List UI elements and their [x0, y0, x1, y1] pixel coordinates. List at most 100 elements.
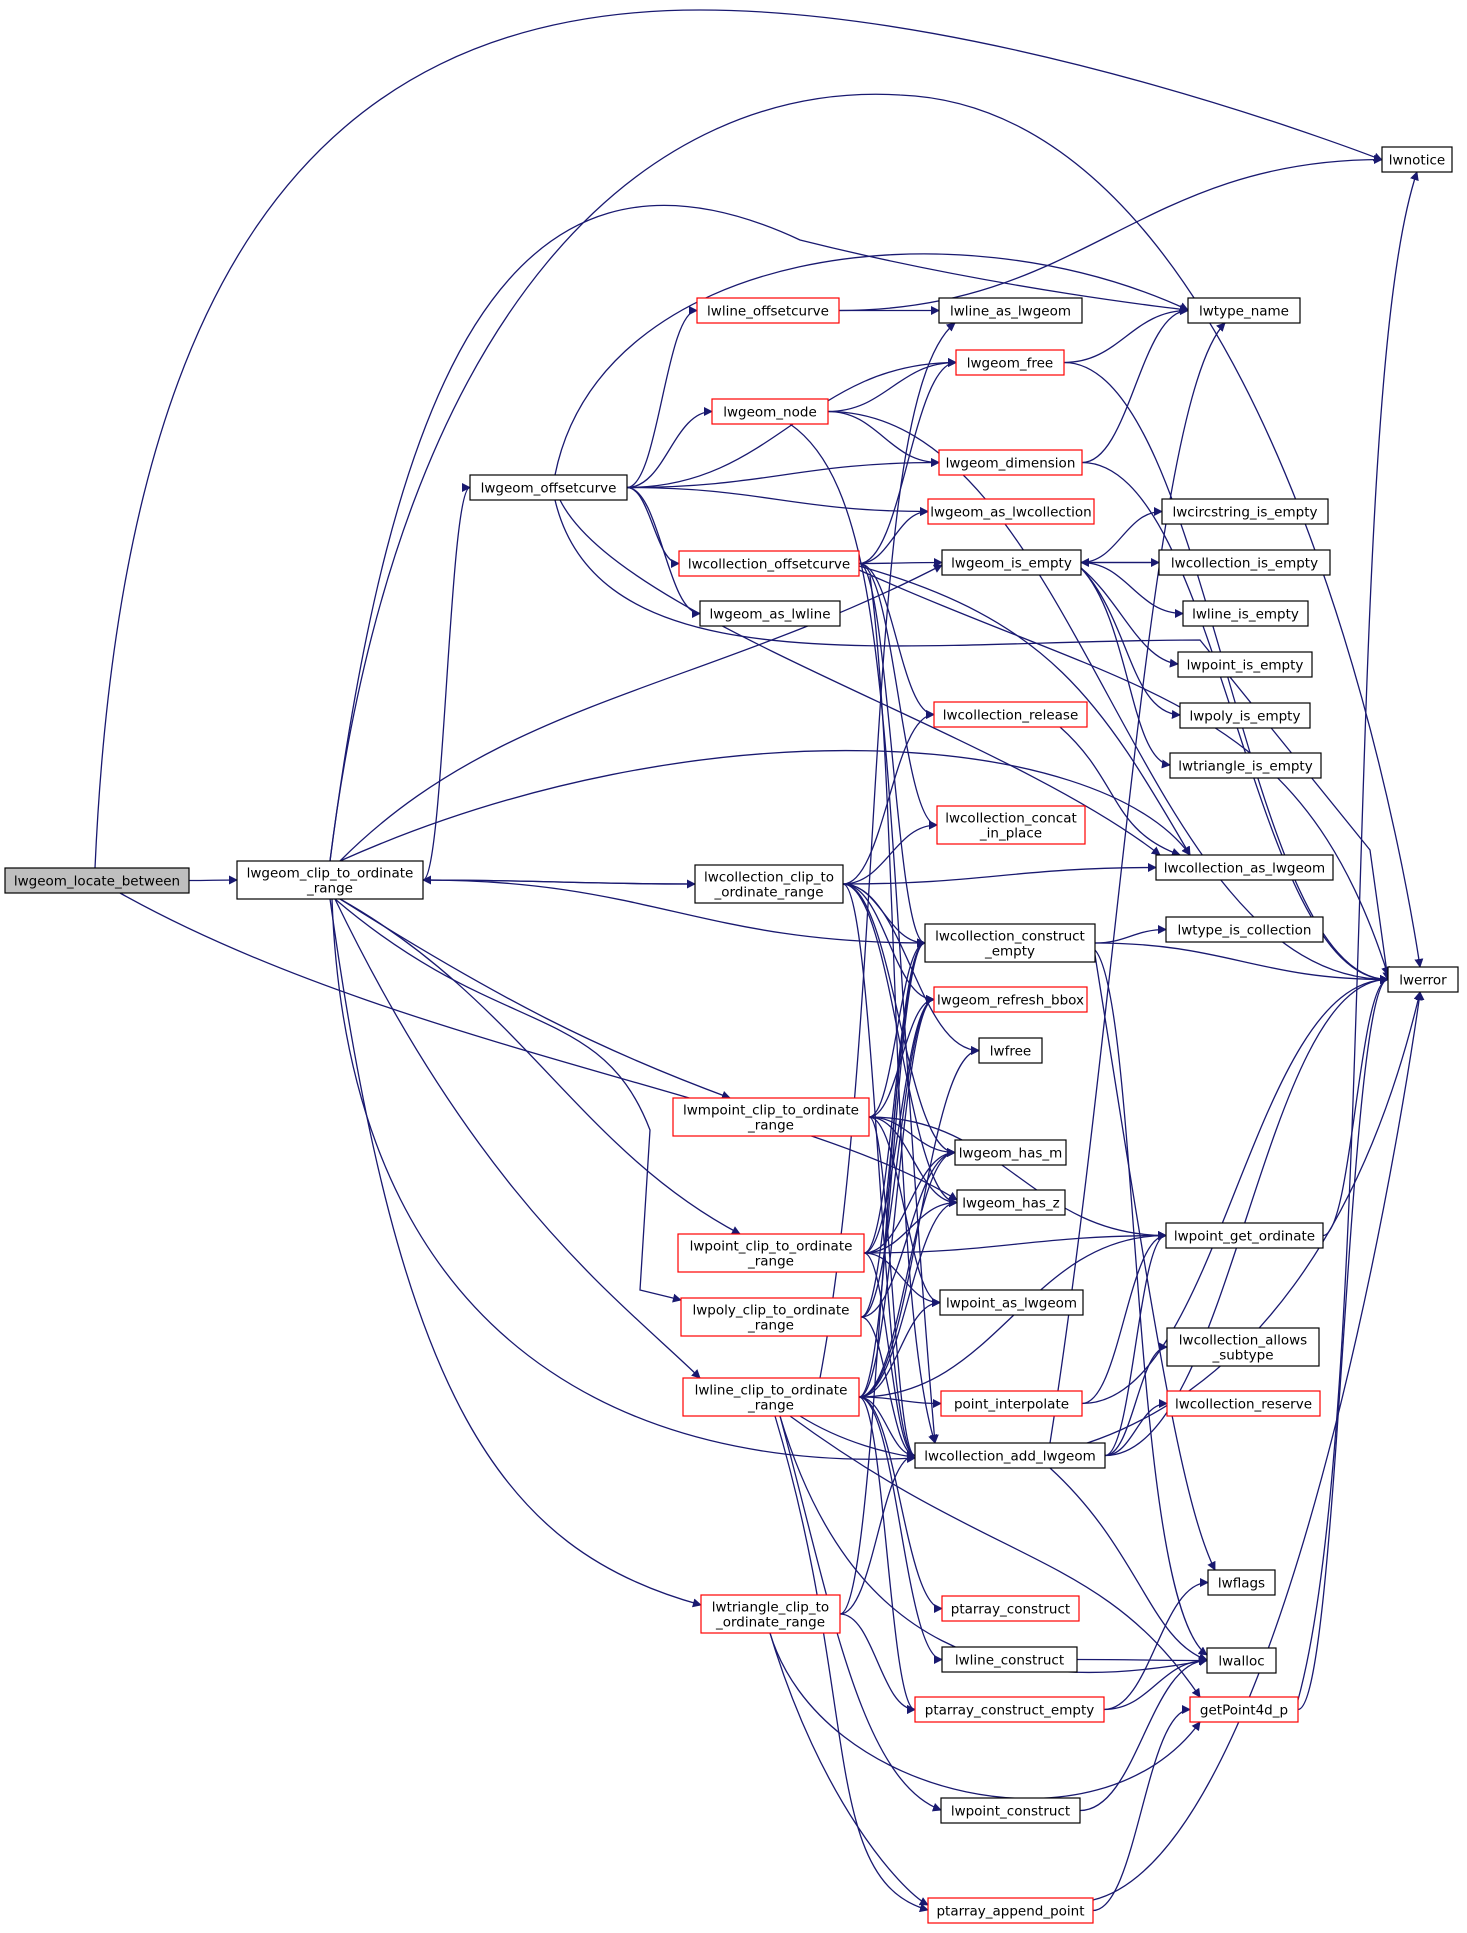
node-label: lwcollection_allows [1179, 1333, 1307, 1349]
node-box [940, 1390, 1083, 1417]
node-lwpoint-clip-to-ordinate-range[interactable]: lwpoint_clip_to_ordinate_range [677, 1233, 865, 1273]
node-label: lwcollection_as_lwgeom [1164, 861, 1325, 877]
edge-lwline-clip-to-ordinate-range-to-ptarray-append-point [774, 1415, 929, 1913]
node-lwgeom-free[interactable]: lwgeom_free [955, 349, 1065, 376]
node-box [672, 1097, 870, 1137]
node-lwtriangle-is-empty[interactable]: lwtriangle_is_empty [1169, 752, 1322, 779]
node-box [933, 701, 1088, 728]
node-lwpoint-is-empty[interactable]: lwpoint_is_empty [1177, 651, 1313, 678]
node-getPoint4d-p[interactable]: getPoint4d_p [1189, 1696, 1299, 1723]
node-lwgeom-refresh-bbox[interactable]: lwgeom_refresh_bbox [933, 986, 1088, 1013]
node-lwgeom-as-lwcollection[interactable]: lwgeom_as_lwcollection [927, 498, 1095, 525]
edge-lwline-construct-to-lwalloc [1076, 1655, 1208, 1665]
node-lwcollection-construct-empty[interactable]: lwcollection_construct_empty [924, 923, 1096, 963]
edge-ptarray-construct-empty-to-lwflags [1103, 1578, 1209, 1711]
node-lwcircstring-is-empty[interactable]: lwcircstring_is_empty [1161, 498, 1329, 525]
node-lwmpoint-clip-to-ordinate-range[interactable]: lwmpoint_clip_to_ordinate_range [672, 1097, 870, 1137]
node-lwnotice[interactable]: lwnotice [1381, 146, 1453, 173]
edge-ptarray-append-point-to-lwerror [1092, 991, 1425, 1901]
node-lwcollection-concat-in-place[interactable]: lwcollection_concat_in_place [936, 805, 1086, 845]
node-lwpoint-get-ordinate[interactable]: lwpoint_get_ordinate [1165, 1222, 1324, 1249]
node-lwline-clip-to-ordinate-range[interactable]: lwline_clip_to_ordinate_range [682, 1377, 860, 1417]
node-lwline-offsetcurve[interactable]: lwline_offsetcurve [696, 297, 840, 324]
node-lwerror[interactable]: lwerror [1387, 966, 1459, 993]
edge-lwcollection-clip-to-ordinate-range-to-lwgeom-clip-to-ordinate-range [422, 875, 696, 885]
node-box [978, 1037, 1043, 1064]
node-lwgeom-node[interactable]: lwgeom_node [711, 398, 829, 425]
edge-lwline-clip-to-ordinate-range-to-ptarray-construct [858, 1396, 943, 1613]
node-lwcollection-add-lwgeom[interactable]: lwcollection_add_lwgeom [914, 1442, 1106, 1469]
edge-lwmpoint-clip-to-ordinate-range-to-lwcollection-construct-empty [868, 938, 926, 1118]
edge-lwgeom-is-empty-to-lwpoly-is-empty [1080, 567, 1181, 719]
node-ptarray-append-point[interactable]: ptarray_append_point [927, 1897, 1094, 1924]
edge-lwgeom-is-empty-to-lwtriangle-is-empty [1080, 567, 1171, 769]
node-ptarray-construct-empty[interactable]: ptarray_construct_empty [914, 1696, 1105, 1723]
edge-lwmpoint-clip-to-ordinate-range-to-lwpoint-as-lwgeom [868, 1116, 941, 1307]
edge-lwgeom-clip-to-ordinate-range-to-lwcollection-add-lwgeom [331, 898, 916, 1463]
edge-ptarray-construct-empty-to-lwalloc [1103, 1656, 1208, 1711]
edge-lwcollection-add-lwgeom-to-lwpoint-get-ordinate [1104, 1231, 1167, 1457]
node-lwalloc[interactable]: lwalloc [1206, 1647, 1277, 1674]
node-lwgeom-dimension[interactable]: lwgeom_dimension [938, 449, 1083, 476]
node-lwpoly-clip-to-ordinate-range[interactable]: lwpoly_clip_to_ordinate_range [680, 1297, 862, 1337]
node-point-interpolate[interactable]: point_interpolate [940, 1390, 1083, 1417]
node-label: lwcollection_add_lwgeom [924, 1449, 1096, 1465]
node-lwline-as-lwgeom[interactable]: lwline_as_lwgeom [938, 297, 1083, 324]
node-lwgeom-is-empty[interactable]: lwgeom_is_empty [941, 549, 1082, 576]
node-box [1177, 651, 1313, 678]
node-lwtype-name[interactable]: lwtype_name [1187, 297, 1301, 324]
node-lwcollection-clip-to-ordinate-range[interactable]: lwcollection_clip_to_ordinate_range [694, 864, 844, 904]
node-lwcollection-as-lwgeom[interactable]: lwcollection_as_lwgeom [1155, 854, 1334, 881]
node-label: ptarray_construct [951, 1602, 1070, 1618]
node-box [678, 550, 860, 577]
node-lwpoint-construct[interactable]: lwpoint_construct [940, 1797, 1081, 1824]
edge-lwpoint-clip-to-ordinate-range-to-lwpoint-get-ordinate [863, 1231, 1167, 1254]
edge-lwgeom-free-to-lwtype-name [1063, 306, 1189, 364]
node-lwcollection-offsetcurve[interactable]: lwcollection_offsetcurve [678, 550, 860, 577]
node-lwgeom-as-lwline[interactable]: lwgeom_as_lwline [699, 600, 841, 627]
node-lwfree[interactable]: lwfree [978, 1037, 1043, 1064]
node-box [941, 549, 1082, 576]
node-box [924, 923, 1096, 963]
edge-lwgeom-node-to-lwgeom-dimension [827, 410, 940, 467]
edge-lwcollection-offsetcurve-to-lwgeom-is-empty [858, 558, 943, 568]
edge-lwcollection-clip-to-ordinate-range-to-lwcollection-as-lwgeom [842, 863, 1157, 885]
node-label: lwgeom_has_z [962, 1196, 1060, 1212]
edge-lwgeom-clip-to-ordinate-range-to-lwtype-name [329, 204, 1189, 862]
node-lwgeom-clip-to-ordinate-range[interactable]: lwgeom_clip_to_ordinate_range [236, 860, 424, 900]
node-label: lwline_clip_to_ordinate [695, 1383, 848, 1399]
node-lwgeom-offsetcurve[interactable]: lwgeom_offsetcurve [469, 474, 628, 501]
node-box [1206, 1647, 1277, 1674]
node-label: lwcollection_clip_to [704, 870, 834, 886]
node-label: getPoint4d_p [1200, 1703, 1288, 1719]
node-lwcollection-is-empty[interactable]: lwcollection_is_empty [1158, 549, 1331, 576]
node-box [927, 1897, 1094, 1924]
node-ptarray-construct[interactable]: ptarray_construct [941, 1595, 1080, 1622]
node-lwgeom-has-m[interactable]: lwgeom_has_m [954, 1139, 1067, 1166]
node-lwpoint-as-lwgeom[interactable]: lwpoint_as_lwgeom [939, 1289, 1084, 1316]
node-lwgeom-locate-between[interactable]: lwgeom_locate_between [4, 867, 190, 894]
node-lwcollection-allows-subtype[interactable]: lwcollection_allows_subtype [1166, 1327, 1320, 1367]
edge-lwline-clip-to-ordinate-range-to-lwline-as-lwgeom [819, 322, 956, 1379]
node-label: lwcollection_is_empty [1171, 556, 1318, 572]
edge-getPoint4d-p-to-lwerror [1297, 975, 1389, 1711]
node-lwtriangle-clip-to-ordinate-range[interactable]: lwtriangle_clip_to_ordinate_range [700, 1594, 841, 1634]
node-label: lwpoint_get_ordinate [1174, 1229, 1315, 1245]
edge-lwtriangle-clip-to-ordinate-range-to-ptarray-construct-empty [839, 1613, 916, 1714]
node-label: _range [306, 881, 353, 897]
node-lwgeom-has-z[interactable]: lwgeom_has_z [956, 1189, 1066, 1216]
node-lwcollection-reserve[interactable]: lwcollection_reserve [1166, 1390, 1321, 1417]
node-lwcollection-release[interactable]: lwcollection_release [933, 701, 1088, 728]
edge-lwpoly-clip-to-ordinate-range-to-lwgeom-has-m [860, 1148, 956, 1318]
node-lwflags[interactable]: lwflags [1207, 1569, 1276, 1596]
node-lwline-is-empty[interactable]: lwline_is_empty [1182, 600, 1309, 627]
node-lwtype-is-collection[interactable]: lwtype_is_collection [1165, 916, 1324, 943]
node-lwpoly-is-empty[interactable]: lwpoly_is_empty [1179, 702, 1311, 729]
edge-lwgeom-dimension-to-lwtype-name [1081, 306, 1189, 464]
node-lwline-construct[interactable]: lwline_construct [941, 1646, 1078, 1673]
edge-lwmpoint-clip-to-ordinate-range-to-lwpoint-get-ordinate [868, 1116, 1167, 1240]
edge-lwgeom-is-empty-to-lwcircstring-is-empty [1080, 507, 1163, 564]
node-label: lwline_is_empty [1192, 607, 1299, 623]
node-label: ptarray_construct_empty [925, 1703, 1094, 1719]
